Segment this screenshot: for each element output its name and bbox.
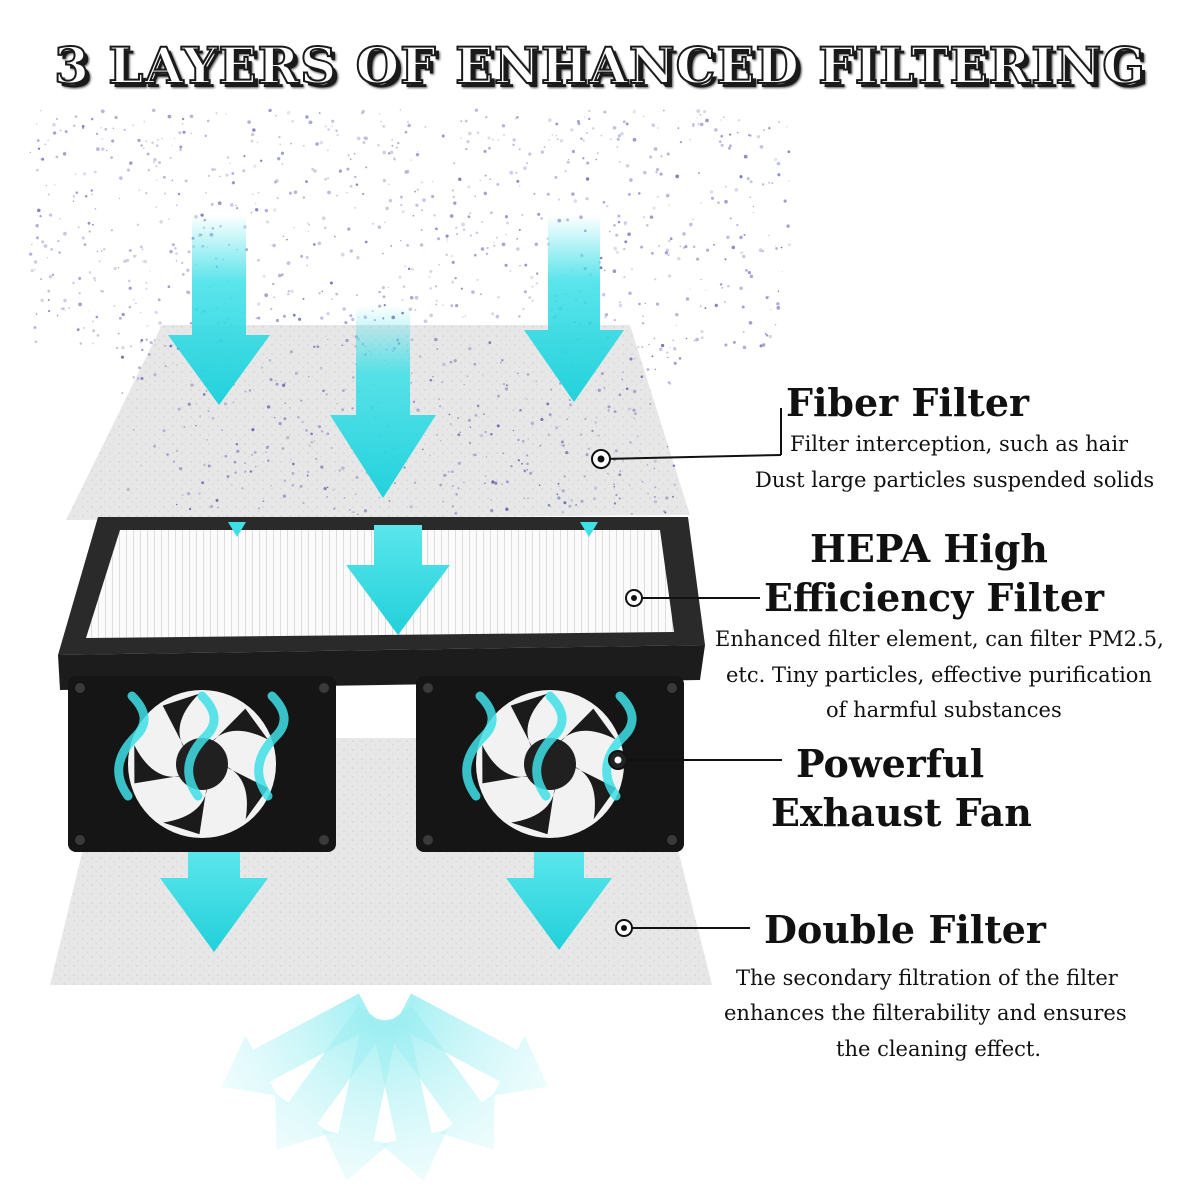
down-arrow-icon	[580, 522, 598, 537]
fan-icon	[416, 676, 684, 852]
fan-heading-2: Exhaust Fan	[771, 790, 1032, 835]
down-arrow-icon	[506, 852, 612, 950]
down-arrow-icon	[322, 1015, 399, 1181]
down-arrow-icon	[275, 1005, 388, 1150]
double-filter-desc-3: the cleaning effect.	[836, 1037, 1042, 1061]
down-arrow-icon	[346, 525, 450, 635]
fan-icon	[68, 676, 336, 852]
leader-hepa	[625, 589, 760, 607]
down-arrow-icon	[330, 305, 436, 498]
down-arrow-icon	[221, 993, 376, 1096]
hepa-desc-1: Enhanced filter element, can filter PM2.…	[715, 627, 1164, 651]
hepa-heading-1: HEPA High	[810, 526, 1048, 571]
double-filter-heading: Double Filter	[764, 907, 1046, 952]
hepa-desc-3: of harmful substances	[826, 698, 1062, 722]
down-arrow-icon	[394, 993, 549, 1096]
page-title: 3 LAYERS OF ENHANCED FILTERING	[53, 35, 1146, 96]
leader-double	[615, 919, 750, 937]
double-filter-desc-2: enhances the filterability and ensures	[724, 1001, 1127, 1025]
down-arrow-icon	[228, 522, 246, 537]
leader-fan	[608, 750, 782, 770]
fiber-filter-desc-1: Filter interception, such as hair	[790, 432, 1129, 456]
double-filter-desc-1: The secondary filtration of the filter	[736, 966, 1118, 990]
leader-fiber	[591, 408, 782, 469]
fiber-filter-heading: Fiber Filter	[786, 380, 1030, 425]
down-arrow-icon	[168, 215, 270, 405]
fan-heading-1: Powerful	[796, 741, 985, 786]
down-arrow-icon	[160, 852, 268, 952]
down-arrow-icon	[524, 215, 624, 402]
clean-air-output	[221, 993, 549, 1181]
hepa-heading-2: Efficiency Filter	[764, 575, 1105, 620]
fiber-filter-desc-2: Dust large particles suspended solids	[755, 468, 1155, 492]
hepa-desc-2: etc. Tiny particles, effective purificat…	[726, 663, 1152, 687]
